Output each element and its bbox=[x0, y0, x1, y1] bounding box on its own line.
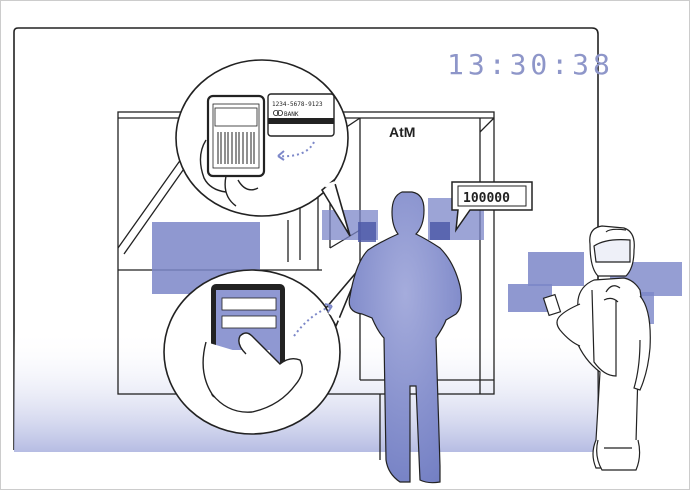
finger-icon bbox=[202, 332, 303, 413]
card-scan-bubble: 1234-5678-9123 BANK bbox=[175, 59, 351, 237]
amount-value: 100000 bbox=[463, 191, 510, 206]
clock-display: 13:30:38 bbox=[447, 48, 614, 81]
input-arrow-icon bbox=[293, 305, 333, 337]
person-silhouette bbox=[348, 191, 462, 484]
card-bank: BANK bbox=[284, 111, 299, 118]
hand-icon bbox=[199, 139, 259, 207]
amount-bubble: 100000 bbox=[451, 181, 533, 233]
tablet-input-bubble bbox=[163, 267, 361, 435]
robot-figure bbox=[542, 225, 651, 471]
atm-label: AtM bbox=[389, 124, 415, 140]
bank-card-icon bbox=[267, 93, 335, 137]
scan-arrow-icon bbox=[277, 141, 315, 158]
card-number: 1234-5678-9123 bbox=[272, 101, 323, 108]
